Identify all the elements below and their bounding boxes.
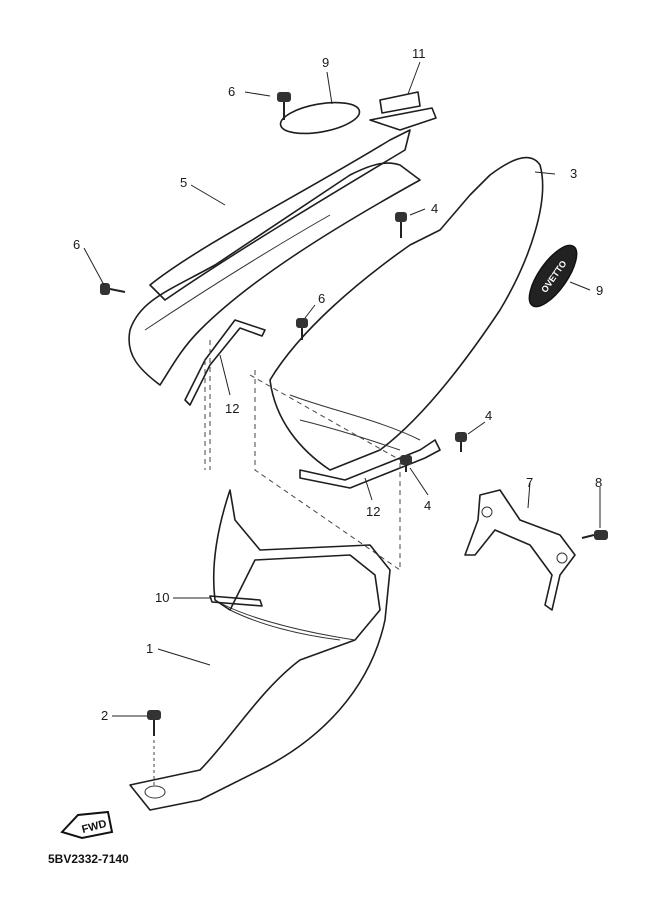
callout-7: 7: [526, 475, 533, 490]
callout-9a: 9: [322, 55, 329, 70]
bolt-icon-4-lower: [400, 455, 412, 472]
callout-1: 1: [146, 641, 153, 656]
callout-2: 2: [101, 708, 108, 723]
part-5-side-rail: [128, 129, 421, 386]
part-9-emblem: OVETTO: [528, 244, 578, 308]
callout-12a: 12: [225, 401, 239, 416]
part-3-side-cover: [269, 156, 544, 471]
callout-4a: 4: [431, 201, 438, 216]
bolt-icon-4-middle: [455, 432, 467, 452]
callout-12b: 12: [366, 504, 380, 519]
callout-6c: 6: [318, 291, 325, 306]
callout-5: 5: [180, 175, 187, 190]
callout-6a: 6: [228, 84, 235, 99]
callout-4c: 4: [424, 498, 431, 513]
bolt-icon-6-left: [100, 283, 126, 295]
callout-9b: 9: [596, 283, 603, 298]
callout-10: 10: [155, 590, 169, 605]
callout-labels: 1 2 3 4 4 4 5 6 6 6 7 8 9 9 10 11 12 12: [73, 46, 603, 723]
bolt-icon-6-middle: [296, 318, 308, 340]
leader-lines: [83, 61, 601, 717]
part-11-seal: [369, 91, 437, 131]
bolt-icon-6-top: [277, 92, 291, 120]
callout-8: 8: [595, 475, 602, 490]
callout-6b: 6: [73, 237, 80, 252]
part-7-bracket: [464, 489, 576, 611]
bolt-icon-2: [147, 710, 161, 785]
part-9-upper-emblem: [279, 101, 361, 135]
callout-11: 11: [412, 46, 426, 61]
callout-3: 3: [570, 166, 577, 181]
bolt-icon-4-top: [395, 212, 407, 238]
fwd-arrow-icon: FWD: [60, 810, 114, 840]
part-12-rail-left: [184, 319, 266, 406]
part-1-lower-cover: [129, 489, 391, 811]
callout-4b: 4: [485, 408, 492, 423]
part-12-rail-right: [299, 439, 441, 489]
alignment-lines: [204, 340, 401, 571]
part-10-strip: [209, 595, 263, 607]
drawing-code: 5BV2332-7140: [48, 852, 129, 866]
bolt-icon-8: [581, 530, 608, 540]
